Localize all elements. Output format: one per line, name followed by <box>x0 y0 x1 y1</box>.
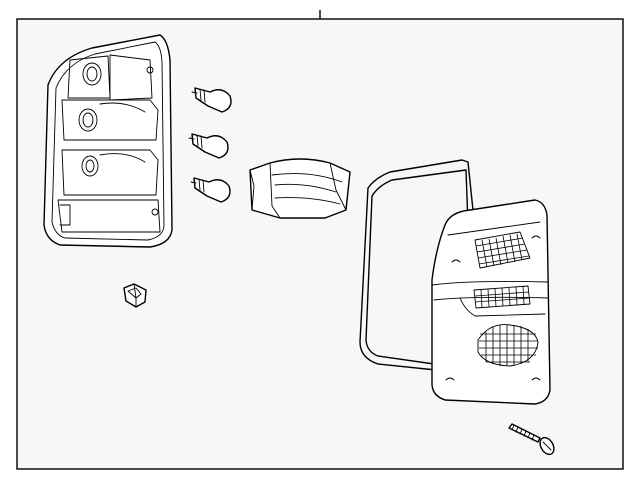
bulb-lower <box>190 177 231 203</box>
bulb-upper <box>191 87 232 113</box>
gasket <box>359 159 475 371</box>
nut <box>123 283 147 308</box>
screw <box>508 423 555 456</box>
lens <box>431 199 551 405</box>
socket-reflector <box>249 158 351 219</box>
bulb-middle <box>188 133 229 159</box>
lamp-housing <box>43 34 173 248</box>
